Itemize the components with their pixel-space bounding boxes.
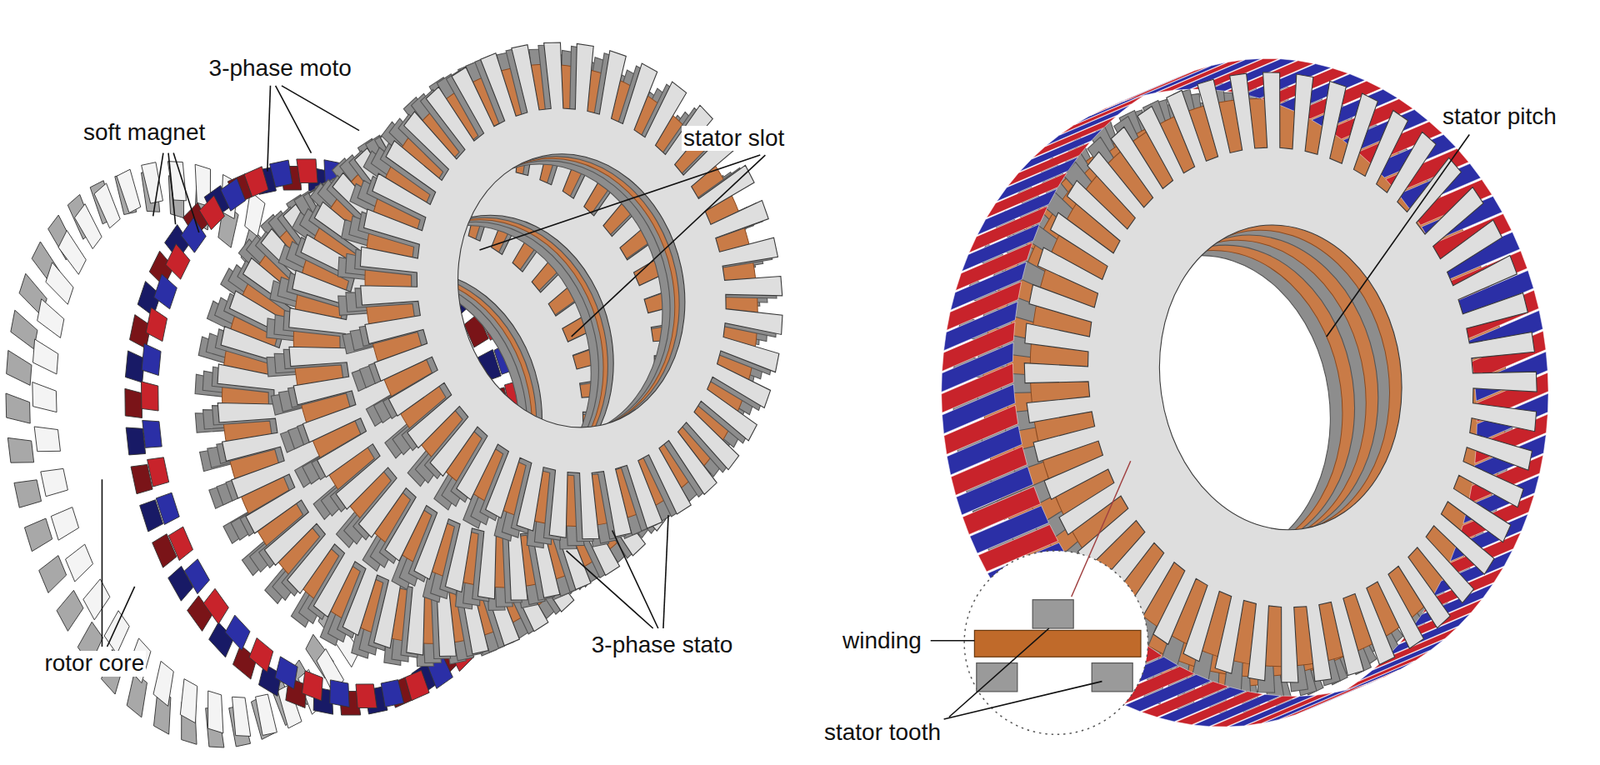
- rotor-core-block: [200, 688, 230, 736]
- magnet-block: [222, 612, 255, 653]
- rotor-core-block: [32, 421, 63, 456]
- magnet-stripe: [1032, 115, 1116, 158]
- magnet-block: [167, 525, 195, 562]
- rotor-core-block: [28, 377, 61, 417]
- stator-layer: [315, 3, 828, 579]
- rotor-core-block: [42, 259, 77, 309]
- rotor-core-block: [100, 609, 135, 656]
- rotor-core-block: [14, 478, 42, 508]
- leader-lines: [101, 85, 1470, 720]
- rotor-core-block: [1, 345, 36, 390]
- rotor-core-block: [80, 577, 115, 621]
- magnet-block: [404, 670, 430, 701]
- leader-line: [944, 681, 1103, 720]
- tooth-square: [1032, 600, 1074, 629]
- leader-line: [153, 153, 164, 217]
- part-label: stator slot: [681, 125, 786, 152]
- leader-line: [612, 530, 659, 629]
- rotor-core-block: [1, 389, 35, 429]
- magnet-block: [135, 378, 164, 415]
- rotor-core-block: [53, 589, 88, 633]
- magnet-block: [140, 416, 165, 450]
- part-label: 3-phase stato: [590, 632, 735, 659]
- leader-line: [168, 153, 176, 225]
- leader-line: [281, 85, 360, 131]
- magnet-block: [325, 676, 354, 711]
- detail-inset: [964, 460, 1148, 735]
- leader-line: [267, 85, 271, 172]
- magnet-block: [161, 241, 194, 282]
- leader-line: [663, 515, 669, 629]
- leader-line: [480, 155, 761, 250]
- leader-line: [101, 479, 104, 647]
- leader-line: [1326, 135, 1470, 337]
- magnet-block: [136, 340, 166, 380]
- magnet-block: [219, 177, 248, 212]
- leader-line: [930, 640, 975, 642]
- leader-line: [275, 85, 312, 154]
- rotor-core-block: [50, 506, 80, 541]
- winding-bar: [974, 630, 1141, 657]
- leader-line: [949, 628, 1050, 717]
- part-label: stator pitch: [1440, 104, 1559, 130]
- magnet-stripe: [1060, 94, 1145, 135]
- rotor-core-block: [92, 181, 122, 230]
- magnet-block: [295, 155, 321, 186]
- rotor-core-block: [173, 676, 205, 726]
- inset-circle: [964, 550, 1148, 735]
- magnet-block: [155, 492, 181, 526]
- rotor-core-block: [55, 227, 89, 278]
- rotor-core-block: [254, 694, 277, 736]
- magnet-block: [270, 653, 302, 693]
- magnet-stripe: [1359, 640, 1444, 681]
- magnet-block: [140, 305, 172, 345]
- stator: [292, 3, 828, 590]
- rotor-core-block: [72, 201, 105, 251]
- part-label: winding: [840, 628, 924, 655]
- magnet-block: [182, 557, 212, 596]
- magnet-block: [200, 586, 232, 626]
- rotor-core-block: [23, 518, 54, 553]
- detail-pointer: [1071, 460, 1131, 597]
- magnet-block: [297, 667, 328, 705]
- magnet-block: [352, 680, 379, 712]
- rotor-core-block: [63, 543, 96, 583]
- rotor-core-block: [28, 335, 63, 379]
- leader-line: [107, 586, 135, 647]
- rotor-core-block: [227, 694, 254, 740]
- leader-line: [173, 153, 200, 233]
- magnet-block: [380, 679, 405, 707]
- rotor-core-block: [40, 466, 69, 496]
- part-label: soft magnet: [81, 120, 207, 146]
- leader-line: [571, 155, 766, 337]
- magnet-block: [150, 271, 182, 312]
- magnet-block: [147, 455, 170, 487]
- part-label: rotor core: [42, 650, 146, 677]
- rotor-core-block: [115, 169, 142, 215]
- rotor-core-block: [146, 659, 180, 710]
- assembled-motor: [914, 39, 1576, 747]
- magnet-block: [177, 215, 209, 255]
- magnet-block: [245, 635, 278, 675]
- tooth-square: [1091, 663, 1133, 692]
- rotor-core-block: [5, 433, 36, 468]
- magnet-block: [196, 194, 227, 231]
- rotor-core-block: [33, 295, 69, 342]
- stator-core: [315, 3, 828, 579]
- part-label: stator tooth: [822, 720, 943, 746]
- rotor-core-block: [36, 555, 70, 595]
- part-label: 3-phase moto: [207, 55, 354, 82]
- magnet-block: [270, 160, 295, 188]
- magnet-block: [243, 165, 270, 197]
